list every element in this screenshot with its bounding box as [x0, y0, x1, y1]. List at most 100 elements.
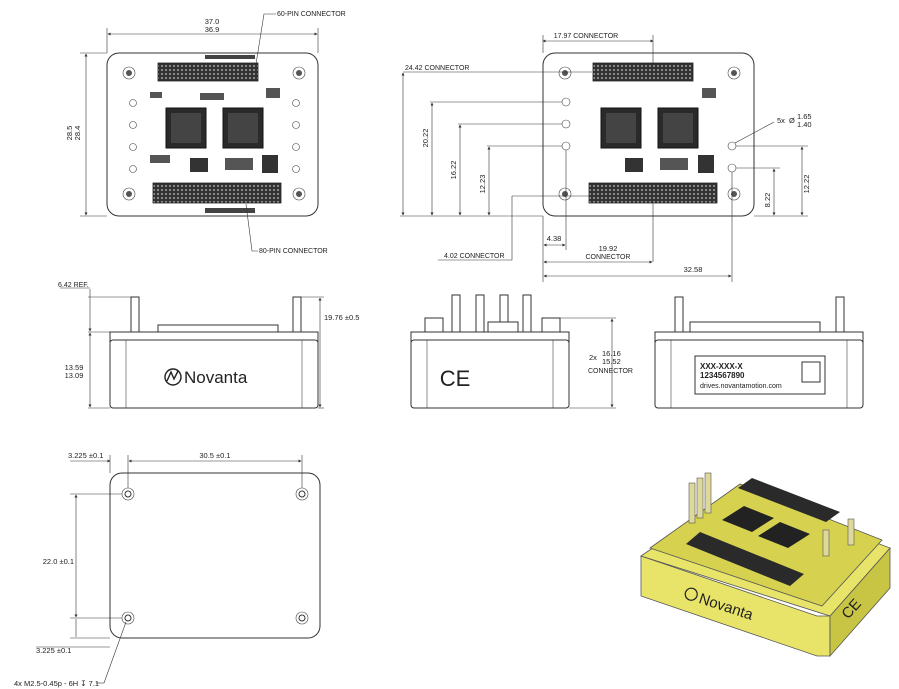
top-view: 37.0 36.9 28.5 28.4 60-PIN CONNECTOR 80-… — [65, 11, 346, 255]
dim-24-42-label: 24.42 CONNECTOR — [405, 65, 469, 72]
label-80pin: 80-PIN CONNECTOR — [259, 248, 328, 255]
dim-32-58-label: 32.58 — [684, 265, 703, 274]
connector-80pin — [588, 182, 718, 204]
pin — [475, 294, 485, 334]
mounting-hole-center — [126, 70, 132, 76]
component-row — [205, 208, 255, 213]
leader-thread — [103, 621, 127, 684]
dim-19-92-label: 19.92 — [599, 244, 618, 253]
chip-die — [171, 113, 201, 143]
pad — [129, 121, 137, 129]
mounting-hole-center — [126, 191, 132, 197]
leader-4-02 — [438, 196, 513, 261]
dim-16-22-label: 16.22 — [449, 161, 458, 180]
iso-connector-80pin — [686, 532, 804, 586]
chip-die — [663, 113, 693, 143]
component — [266, 88, 280, 98]
dim-width-upper: 37.0 — [205, 17, 220, 26]
brand-name: Novanta — [184, 368, 248, 387]
chip-die — [228, 113, 258, 143]
dim-span-x-label: 30.5 ±0.1 — [199, 451, 230, 460]
connector-80pin — [152, 182, 282, 204]
component — [150, 92, 162, 98]
component — [150, 155, 170, 163]
brand-logo-icon — [164, 368, 182, 386]
dim-12-22-label: 12.22 — [802, 175, 811, 194]
qr-box — [801, 361, 821, 383]
dim-count: 2x — [589, 353, 597, 362]
component — [200, 93, 224, 100]
component — [698, 155, 714, 173]
iso-pin — [688, 482, 696, 524]
pin — [451, 294, 461, 334]
mounting-hole — [292, 66, 306, 80]
mounting-hole-center — [562, 70, 568, 76]
dim-board-outline — [542, 52, 755, 217]
mounting-hole — [292, 187, 306, 201]
iso-brand-logo-icon — [684, 587, 698, 601]
end-body — [410, 339, 570, 409]
pin — [522, 294, 532, 334]
end-view: CE 2x 16.16 15.52 CONNECTOR — [410, 294, 633, 409]
dim-body-upper: 13.59 — [65, 363, 84, 372]
leader-60pin — [255, 13, 276, 65]
iso-chip — [722, 506, 774, 532]
bottom-outline — [109, 472, 321, 639]
iso-pin — [822, 529, 830, 557]
dim-height-upper: 28.5 — [65, 126, 74, 141]
component — [660, 158, 688, 170]
pad — [292, 143, 300, 151]
component — [702, 88, 716, 98]
pad — [292, 121, 300, 129]
dim-4-38-label: 4.38 — [547, 234, 562, 243]
pad — [129, 99, 137, 107]
mounting-hole-center — [731, 191, 737, 197]
label-60pin: 60-PIN CONNECTOR — [277, 11, 346, 18]
threaded-hole-inner — [298, 614, 306, 622]
connector-60pin — [157, 62, 259, 82]
pad — [292, 99, 300, 107]
leader-80pin — [245, 203, 258, 252]
side-body — [109, 339, 319, 409]
dim-17-97-label: 17.97 CONNECTOR — [554, 33, 618, 40]
dim-4-02-label: 4.02 CONNECTOR — [444, 253, 505, 260]
serial-number: 1234567890 — [700, 371, 745, 380]
threaded-hole-inner — [124, 490, 132, 498]
threaded-hole-inner — [124, 614, 132, 622]
dim-edge-top-label: 3.225 ±0.1 — [68, 451, 103, 460]
dim-19-92-sub: CONNECTOR — [586, 254, 631, 261]
iso-view: Novanta CE — [640, 472, 891, 658]
side-view: Novanta 6.42 REF. 13.59 13.09 19.76 ±0.5 — [58, 282, 359, 409]
mounting-hole — [122, 187, 136, 201]
leader-hole — [734, 121, 775, 144]
dim-ref-label: 6.42 REF. — [58, 282, 89, 289]
mounting-hole-center — [562, 191, 568, 197]
dim-height-lower: 28.4 — [73, 126, 82, 141]
dim-20-22-label: 20.22 — [421, 129, 430, 148]
hole-lower: 1.40 — [797, 120, 812, 129]
dim-total-height-label: 19.76 ±0.5 — [324, 313, 359, 322]
dim-conn-label: CONNECTOR — [588, 368, 633, 375]
threaded-hole-inner — [298, 490, 306, 498]
mounting-hole-center — [731, 70, 737, 76]
ce-mark: CE — [440, 366, 471, 391]
thread-note: 4x M2.5-0.45p - 6H ↧ 7.1 — [14, 679, 99, 688]
dim-12-23-label: 12.23 — [478, 175, 487, 194]
dim-span-y-label: 22.0 ±0.1 — [43, 557, 74, 566]
dim-conn-upper: 16.16 — [602, 349, 621, 358]
iso-pin — [847, 518, 855, 546]
component — [262, 155, 278, 173]
part-number: XXX-XXX-X — [700, 362, 743, 371]
component-row — [205, 55, 255, 59]
dim-8-22-label: 8.22 — [763, 193, 772, 208]
iso-chip — [758, 522, 810, 548]
mounting-hole — [122, 66, 136, 80]
dim-width-lower: 36.9 — [205, 25, 220, 34]
mounting-hole — [727, 66, 741, 80]
hole-count: 5x — [777, 116, 785, 125]
iso-pin — [696, 477, 704, 519]
dim-conn-lower: 15.52 — [602, 357, 621, 366]
pad — [129, 143, 137, 151]
pad — [292, 165, 300, 173]
